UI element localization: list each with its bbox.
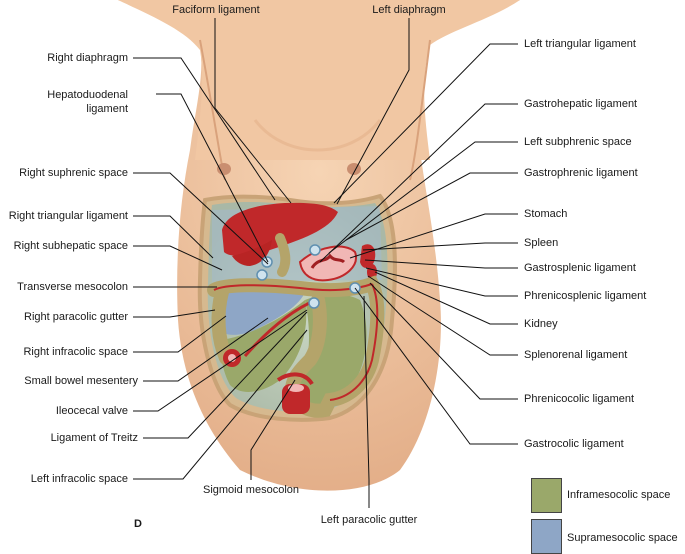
- recess-1: [261, 256, 273, 268]
- label-left-triangular-ligament: Left triangular ligament: [524, 38, 636, 50]
- label-phrenicosplenic-ligament: Phrenicosplenic ligament: [524, 290, 647, 302]
- rectum: [282, 384, 310, 414]
- legend-swatch-inframesocolic: [531, 478, 562, 513]
- label-spleen: Spleen: [524, 237, 559, 249]
- colon-right: [211, 285, 233, 365]
- label-faciform-ligament: Faciform ligament: [172, 4, 260, 16]
- label-left-infracolic-space: Left infracolic space: [30, 473, 128, 485]
- label-right-triangular-ligament: Right triangular ligament: [8, 210, 128, 222]
- label-left-paracolic-gutter: Left paracolic gutter: [320, 514, 418, 526]
- label-transverse-mesocolon: Transverse mesocolon: [17, 281, 128, 293]
- label-kidney: Kidney: [524, 318, 558, 330]
- liver: [222, 202, 338, 256]
- label-gastrocolic-ligament: Gastrocolic ligament: [524, 438, 624, 450]
- label-gastrohepatic-ligament: Gastrohepatic ligament: [524, 98, 638, 110]
- legend-swatch-supramesocolic: [531, 519, 562, 554]
- supramesocolic-space: [215, 285, 305, 335]
- label-gastrosplenic-ligament: Gastrosplenic ligament: [524, 262, 636, 274]
- label-gastrophrenic-ligament: Gastrophrenic ligament: [524, 167, 638, 179]
- label-sigmoid-mesocolon: Sigmoid mesocolon: [203, 484, 299, 496]
- recess-4: [308, 297, 320, 309]
- label-right-diaphragm: Right diaphragm: [47, 52, 128, 64]
- stomach-rugae: [310, 253, 346, 269]
- duodenum: [275, 233, 291, 277]
- left-nipple: [217, 163, 231, 175]
- recess-2: [309, 244, 321, 256]
- label-left-diaphragm: Left diaphragm: [372, 4, 446, 16]
- rectum-lumen: [288, 384, 304, 392]
- colon-outline-desc: [329, 283, 379, 401]
- label-ligament-of-treitz: Ligament of Treitz: [50, 432, 138, 444]
- label-hepatoduodenal-ligament-line1: Hepatoduodenal: [47, 89, 128, 101]
- label-right-paracolic-gutter: Right paracolic gutter: [24, 311, 128, 323]
- label-stomach: Stomach: [524, 208, 568, 220]
- label-splenorenal-ligament: Splenorenal ligament: [524, 349, 628, 361]
- label-right-suphrenic-space: Right suphrenic space: [19, 167, 128, 179]
- label-left-subphrenic-space: Left subphrenic space: [524, 136, 632, 148]
- chest-contour-right: [409, 39, 431, 181]
- sigmoid: [276, 372, 314, 386]
- recess-3: [256, 269, 268, 281]
- label-phrenicocolic-ligament: Phrenicocolic ligament: [524, 393, 635, 405]
- inframesocolic-space-right: [221, 300, 307, 392]
- label-hepatoduodenal-ligament-line2: ligament: [86, 103, 128, 115]
- leader-lines: [133, 18, 518, 508]
- label-ileocecal-valve: Ileocecal valve: [55, 405, 128, 417]
- label-right-subhepatic-space: Right subhepatic space: [13, 240, 128, 252]
- chest: [118, 0, 520, 160]
- label-right-infracolic-space: Right infracolic space: [23, 346, 128, 358]
- legend-label-supramesocolic: Supramesocolic space: [567, 532, 678, 544]
- sternum-shadow: [253, 119, 382, 152]
- panel-letter: D: [134, 518, 142, 530]
- label-small-bowel-mesentery: Small bowel mesentery: [24, 375, 138, 387]
- legend-label-inframesocolic: Inframesocolic space: [567, 489, 671, 501]
